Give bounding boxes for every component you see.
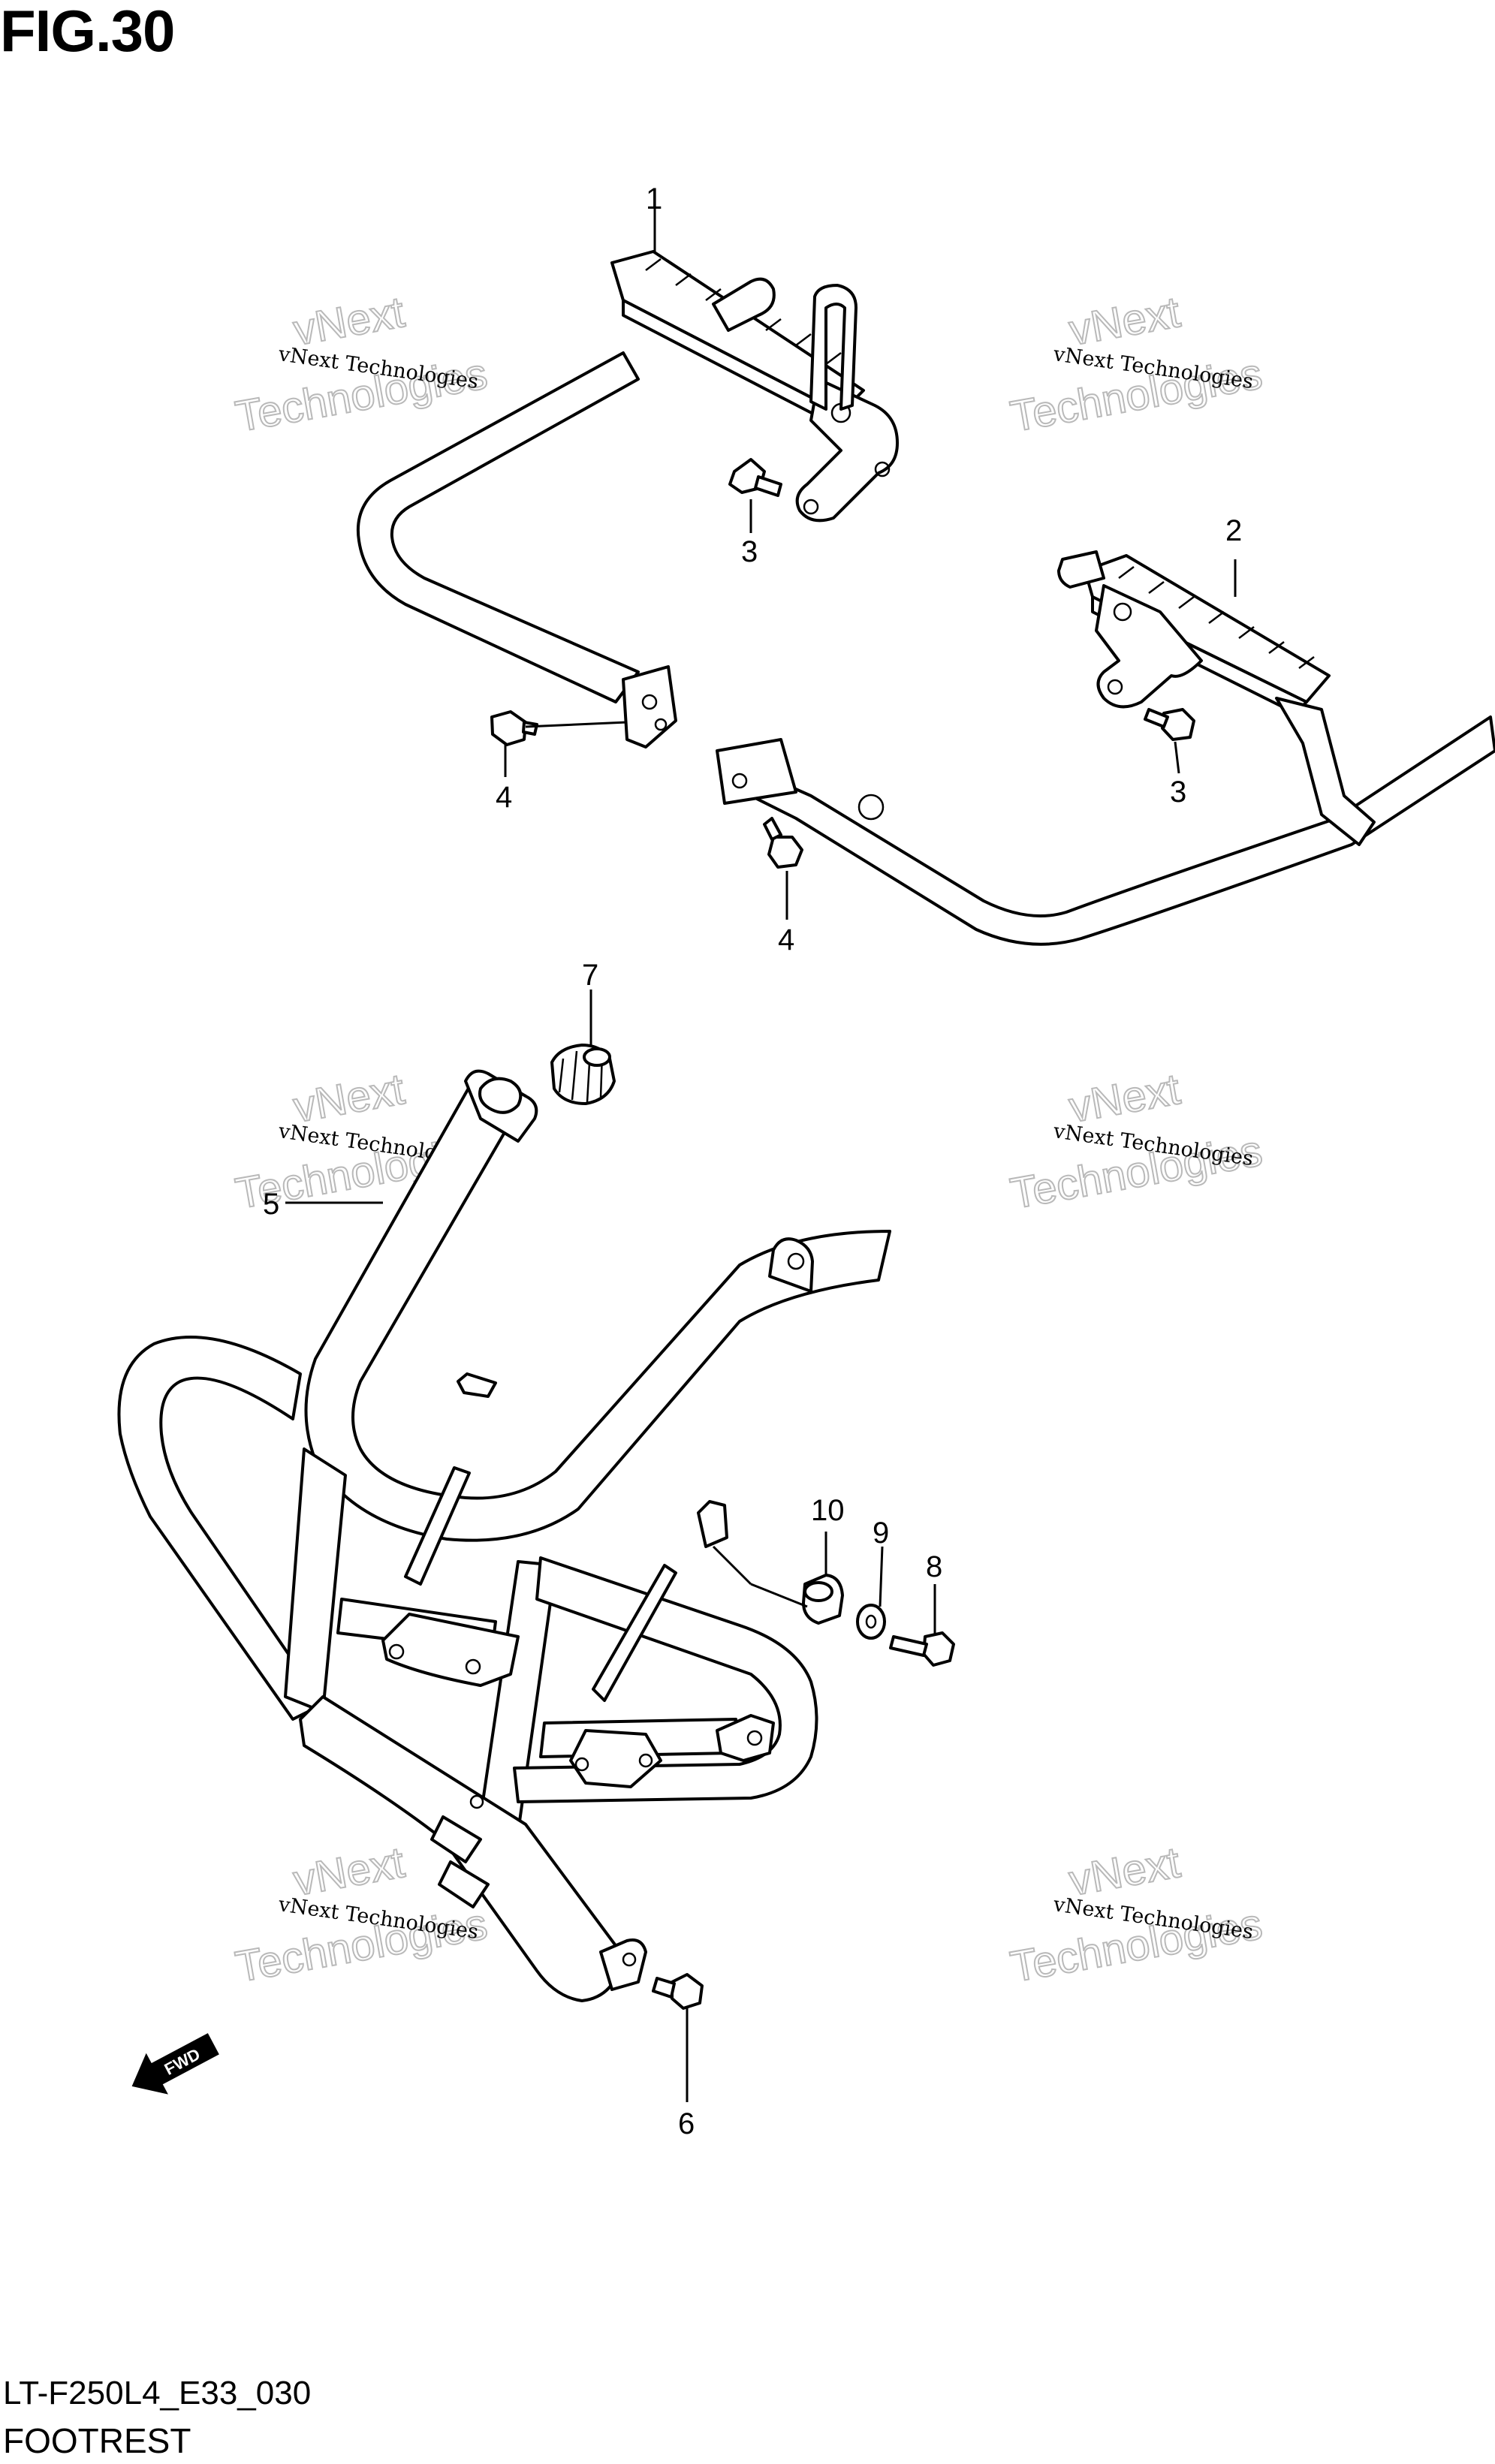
part-left-footrest <box>357 250 899 749</box>
bolt-4-right <box>763 817 803 869</box>
svg-text:vNext: vNext <box>290 1065 408 1132</box>
leader-lines <box>285 209 1237 2102</box>
bolt-3-right <box>1144 708 1195 741</box>
callout-8: 8 <box>926 1550 942 1583</box>
callout-10: 10 <box>811 1494 845 1527</box>
svg-text:vNext: vNext <box>290 288 408 355</box>
svg-text:vNext: vNext <box>290 1838 408 1905</box>
svg-text:vNext: vNext <box>1065 1065 1183 1132</box>
bolt-3-upper <box>728 458 782 497</box>
watermark-top-left: vNext Technologies vNext Technologies <box>231 287 492 442</box>
callout-3a: 3 <box>741 535 758 568</box>
callout-5: 5 <box>263 1188 279 1221</box>
callout-4b: 4 <box>778 923 794 956</box>
figure-caption: FOOTREST <box>3 2421 191 2460</box>
figure-title: FIG.30 <box>0 0 175 64</box>
callout-4a: 4 <box>496 781 512 814</box>
callout-6: 6 <box>678 2107 695 2140</box>
callout-1: 1 <box>646 182 662 215</box>
cushion-10 <box>802 1574 844 1625</box>
callout-3b: 3 <box>1170 776 1186 809</box>
bolt-4-left <box>490 710 538 746</box>
part-right-footrest <box>716 550 1495 946</box>
grommet-7 <box>550 1044 616 1105</box>
bolt-6 <box>652 1973 704 2010</box>
watermark-middle-right: vNext Technologies vNext Technologies <box>1006 1064 1267 1219</box>
washer-9 <box>856 1604 886 1640</box>
watermark-bottom-right: vNext Technologies vNext Technologies <box>1006 1837 1267 1993</box>
callout-7: 7 <box>582 959 598 992</box>
part-front-guard <box>117 1069 891 2002</box>
svg-text:vNext: vNext <box>1065 1838 1183 1905</box>
figure-code: LT-F250L4_E33_030 <box>3 2375 312 2411</box>
watermark-bottom-left: vNext Technologies vNext Technologies <box>231 1837 492 1993</box>
bolt-8 <box>889 1631 955 1667</box>
watermark-top-right: vNext Technologies vNext Technologies <box>1006 287 1267 442</box>
svg-text:vNext: vNext <box>1065 288 1183 355</box>
callout-2: 2 <box>1225 514 1242 547</box>
fwd-arrow-icon: FWD <box>131 2033 219 2095</box>
callout-labels: 1 2 3 3 4 4 5 6 7 8 9 10 <box>263 182 1242 2140</box>
callout-9: 9 <box>873 1517 889 1550</box>
